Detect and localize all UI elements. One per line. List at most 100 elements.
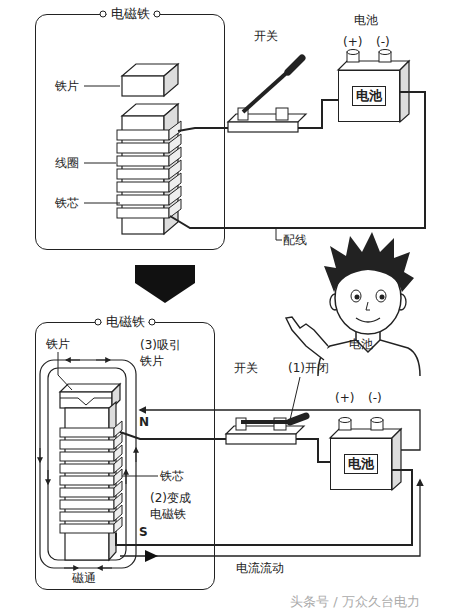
coil-turn (60, 500, 114, 509)
coil-turn (117, 169, 169, 179)
polarity-label: (-) (368, 390, 382, 406)
step-label: (1)开闭 (288, 360, 329, 376)
coil-turn (117, 195, 169, 205)
boy-mouth (356, 318, 380, 322)
iron-plate (122, 76, 164, 96)
polarity-label: (-) (376, 34, 390, 50)
boy-eye (380, 295, 385, 300)
coil-turn (117, 182, 169, 192)
watermark: 头条号 / 万众久台电力 (290, 594, 420, 610)
coil-turn (117, 143, 169, 153)
coil-turn (60, 428, 114, 437)
battery-label: 电池 (352, 86, 386, 106)
part-label: 铁芯 (55, 195, 79, 211)
battery-label: 电池 (344, 454, 378, 474)
flux-arrow (40, 448, 41, 462)
coil-turn (60, 452, 114, 461)
coil-turn (117, 156, 169, 166)
battery-side (392, 429, 401, 490)
switch-contact (276, 108, 288, 120)
coil-turn (60, 440, 114, 449)
flux-arrow (66, 360, 80, 361)
switch-base (228, 122, 298, 132)
wire-stub (116, 533, 215, 545)
flux-line (40, 360, 136, 568)
coil-turn (114, 517, 122, 533)
boy-body (380, 332, 420, 376)
battery-terminal (339, 418, 351, 423)
polarity-label: (+) (343, 34, 362, 50)
flux-arrow (48, 470, 49, 484)
wire-stub (178, 128, 225, 131)
panel-frame: 电磁铁 (35, 322, 215, 590)
step-label: (2)变成 电磁铁 (150, 490, 204, 522)
heading-dot (100, 11, 106, 17)
battery-terminal (379, 50, 391, 55)
heading-dot (95, 319, 101, 325)
pole-label: N (139, 414, 149, 430)
coil-turn (117, 130, 169, 140)
switch-handle (290, 416, 306, 422)
coil-turn (60, 488, 114, 497)
part-label: 铁片 (55, 78, 79, 94)
boy-eye (355, 295, 360, 300)
step-label: (3)吸引 铁片 (140, 337, 192, 369)
wire-stub (170, 216, 225, 228)
boy-eye (351, 290, 361, 302)
leader-line (84, 203, 120, 204)
part-label: 开关 (254, 28, 278, 44)
iron-plate (60, 392, 112, 408)
leader-line (84, 163, 116, 164)
flux-arrow (98, 568, 112, 569)
part-label: 磁通 (72, 570, 96, 586)
battery-terminal (371, 418, 383, 423)
flux-arrow (96, 360, 110, 361)
coil-turn (117, 208, 169, 218)
coil-turn (169, 199, 181, 218)
pole-label: S (139, 524, 148, 540)
switch-handle (288, 58, 302, 72)
battery-body: 电池 (338, 70, 400, 122)
flow-label: 电流流动 (236, 560, 284, 576)
part-label: 铁片 (46, 336, 70, 352)
flux-arrow (136, 448, 137, 462)
battery-body: 电池 (330, 438, 392, 490)
panel-heading: 电磁铁 (107, 5, 154, 23)
coil-turn (60, 476, 114, 485)
boy-hair (324, 232, 414, 292)
iron-plate (60, 398, 112, 405)
flux-arrow (126, 470, 127, 484)
wire-stub (120, 432, 215, 439)
boy-hand (286, 317, 328, 360)
part-label: 配线 (283, 232, 307, 248)
leader-line (84, 86, 120, 87)
leader-line (290, 377, 300, 420)
iron-plate (164, 64, 178, 96)
coil-turn (60, 524, 114, 533)
leader-line (122, 476, 158, 477)
coil-turn (60, 512, 114, 521)
switch-base (226, 434, 296, 444)
heading-dot (149, 319, 155, 325)
flux-arrow (64, 568, 78, 569)
current-arrow (145, 550, 158, 562)
part-label: 开关 (234, 360, 258, 376)
boy-nose (366, 302, 370, 310)
polarity-label: (+) (335, 390, 354, 406)
part-label: 铁芯 (160, 468, 184, 484)
flux-line (48, 368, 126, 560)
leader-line (276, 228, 282, 240)
panel-frame: 电磁铁 (35, 14, 225, 250)
battery-terminal (347, 50, 359, 55)
transition-arrow (135, 265, 195, 303)
switch-lever (243, 68, 292, 112)
boy-eye (376, 290, 386, 302)
switch-lever (241, 420, 292, 424)
heading-dot (154, 11, 160, 17)
panel-heading: 电磁铁 (102, 313, 149, 331)
part-label: 电池 (349, 336, 373, 352)
part-label: 电池 (354, 12, 378, 28)
part-label: 线圈 (55, 155, 79, 171)
